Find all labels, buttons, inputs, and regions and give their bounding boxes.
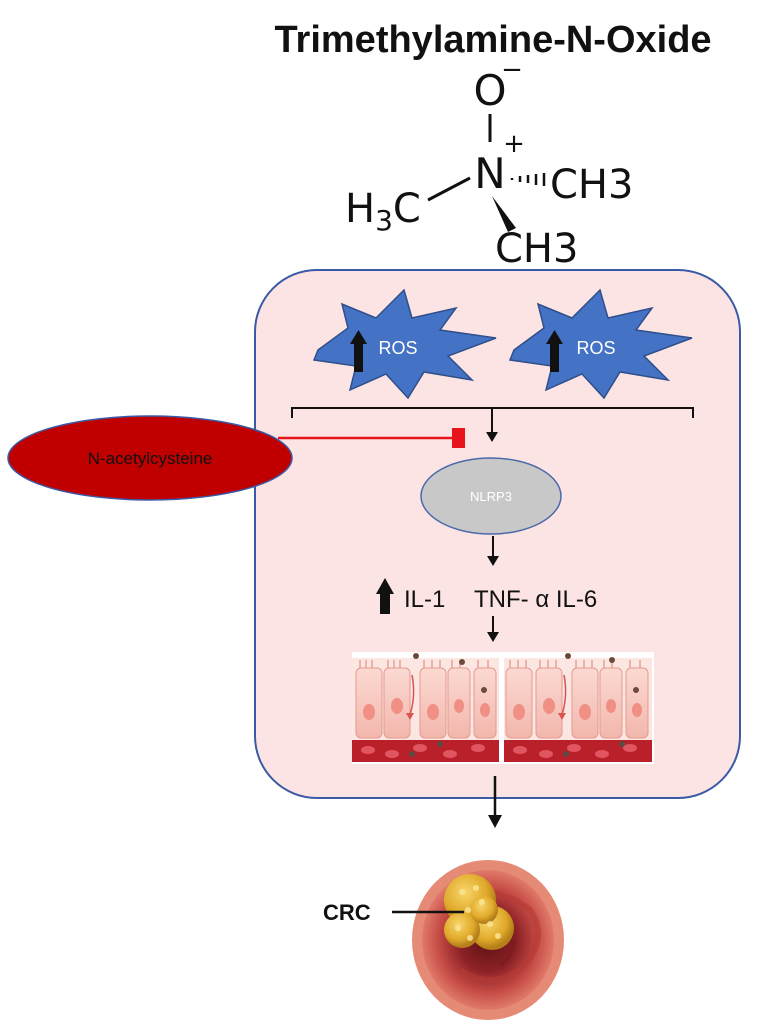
ros-label-right: ROS xyxy=(576,338,615,358)
up-arrow-icon xyxy=(380,592,390,614)
up-arrow-head xyxy=(376,578,394,594)
solid-wedge-bond xyxy=(492,196,516,232)
hashed-wedge-bond xyxy=(510,173,546,186)
ros-label-left: ROS xyxy=(378,338,417,358)
nitrogen-atom: N xyxy=(474,149,505,198)
nitrogen-charge: + xyxy=(503,129,525,159)
cytokine-il1: IL-1 xyxy=(404,586,445,613)
methyl-right: CH3 xyxy=(550,162,633,208)
oxygen-charge: − xyxy=(501,55,523,85)
arrowhead xyxy=(487,556,499,566)
n-acetylcysteine-label: N-acetylcysteine xyxy=(88,449,213,468)
arrowhead xyxy=(488,815,502,828)
methyl-left: H3C xyxy=(345,186,421,237)
nlrp3-node xyxy=(420,457,562,535)
colon-tumor-illustration xyxy=(412,860,564,1020)
nlrp3-label: NLRP3 xyxy=(470,489,512,504)
ros-burst-left: ROS xyxy=(312,288,497,400)
arrowhead xyxy=(486,432,498,442)
methyl-bottom: CH3 xyxy=(495,226,578,272)
title: Trimethylamine-N-Oxide xyxy=(274,19,711,61)
n-ch3-left-bond xyxy=(427,176,471,202)
arrowhead xyxy=(487,632,499,642)
inhibition-bar-icon xyxy=(452,428,465,448)
cytokine-tnf-il6: TNF- α IL-6 xyxy=(474,586,597,613)
up-arrow-icon xyxy=(550,342,559,372)
n-acetylcysteine-node xyxy=(7,415,293,501)
intestinal-epithelium-illustration xyxy=(352,652,654,764)
up-arrow-icon xyxy=(354,342,363,372)
oxygen-atom: O xyxy=(473,66,506,115)
crc-label: CRC xyxy=(323,900,371,925)
tmao-structure: O − N + H3C CH3 CH3 xyxy=(345,55,633,272)
ros-burst-right: ROS xyxy=(508,288,693,400)
